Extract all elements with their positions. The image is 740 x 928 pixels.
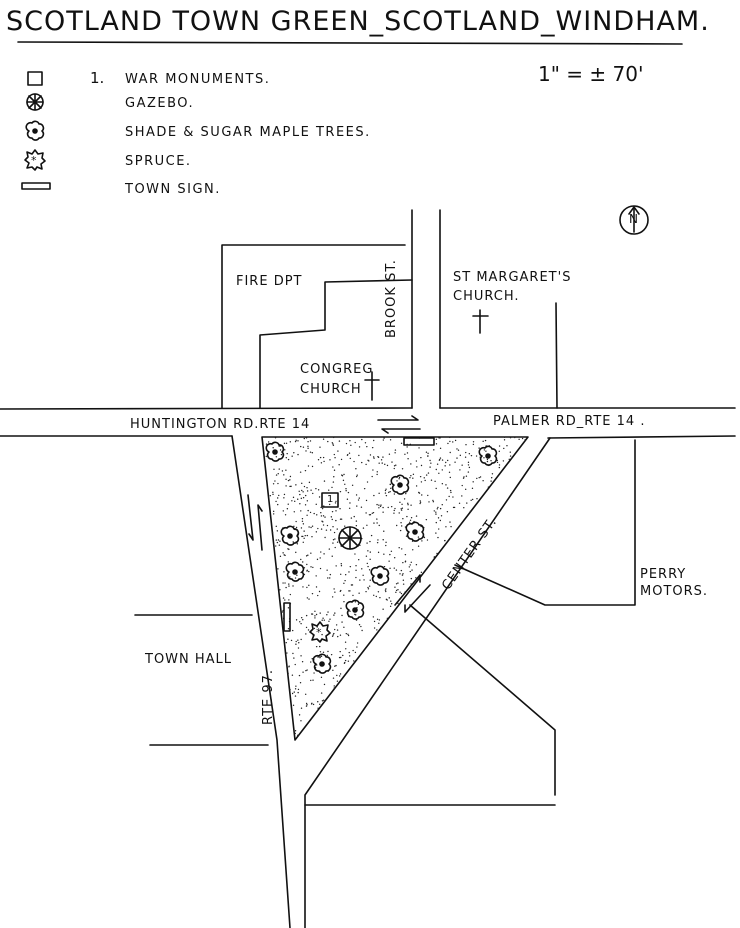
town-sign	[283, 602, 291, 632]
streets	[0, 209, 736, 928]
north-arrow-icon	[619, 205, 649, 235]
legend-war-monuments: WAR MONUMENTS.	[125, 72, 271, 87]
gazebo-icon	[26, 93, 44, 111]
traffic-arrows	[247, 415, 431, 613]
huntington-rd-label: HUNTINGTON RD.RTE 14	[130, 417, 311, 432]
tree-icon	[25, 120, 45, 141]
st-margarets-label-2: CHURCH.	[453, 289, 520, 304]
perry-motors-label-2: MOTORS.	[640, 584, 709, 599]
maple-tree	[265, 441, 285, 462]
gazebo	[338, 526, 362, 550]
palmer-rd-label: PALMER RD_RTE 14 .	[493, 414, 646, 429]
square-icon	[27, 71, 43, 86]
maple-tree	[345, 599, 365, 620]
maple-tree	[370, 565, 390, 586]
war-monument	[321, 492, 339, 508]
fire-dept-label: FIRE DPT	[236, 274, 303, 289]
congreg-label-2: CHURCH	[300, 382, 362, 397]
monument-number: 1.	[327, 494, 339, 505]
building-lines	[134, 244, 636, 806]
brook-st-label: BROOK ST.	[384, 259, 399, 338]
maple-tree	[405, 521, 425, 542]
green-stipple	[265, 436, 526, 736]
maple-tree	[478, 445, 498, 466]
st-margarets-label: ST MARGARET'S	[453, 270, 572, 285]
spruce-tree	[309, 621, 331, 643]
st-margarets-cross-icon	[472, 309, 489, 334]
legend-trees: SHADE & SUGAR MAPLE TREES.	[125, 125, 371, 140]
congreg-label: CONGREG	[300, 362, 374, 377]
congreg-cross-icon	[364, 371, 380, 401]
scale-note: 1" = ± 70'	[538, 62, 644, 86]
perry-motors-label: PERRY	[640, 567, 687, 582]
title-underline	[17, 41, 683, 45]
sign-icon	[21, 182, 51, 190]
legend-town-sign: TOWN SIGN.	[125, 182, 221, 197]
map-title: SCOTLAND TOWN GREEN_SCOTLAND_WINDHAM.	[6, 6, 710, 37]
maple-tree	[312, 653, 332, 674]
rte-97-label: RTE 97.	[261, 668, 276, 725]
town-hall-label: TOWN HALL	[145, 652, 233, 667]
town-sign	[403, 437, 435, 446]
legend-spruce: SPRUCE.	[125, 154, 192, 169]
spruce-icon	[24, 149, 46, 171]
north-label: N	[629, 212, 639, 226]
town-green	[261, 436, 529, 741]
maple-tree	[285, 561, 305, 582]
legend-number: 1.	[90, 69, 105, 87]
legend-gazebo: GAZEBO.	[125, 96, 195, 111]
